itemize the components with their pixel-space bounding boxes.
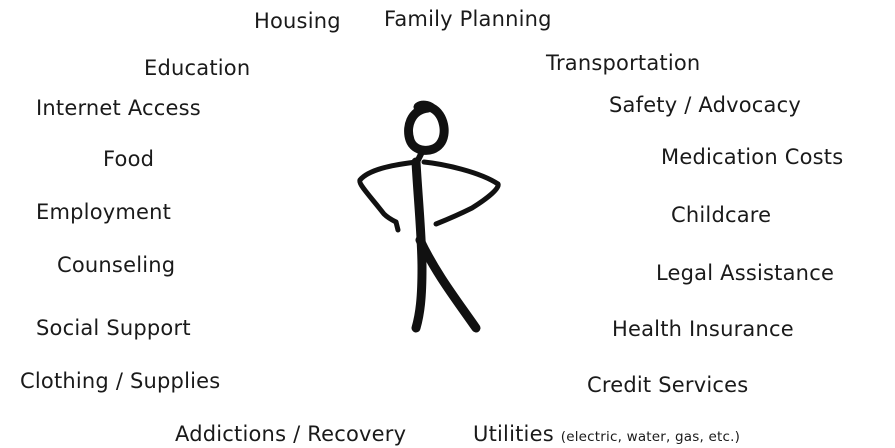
- figure-right-arm: [421, 159, 501, 227]
- label-childcare: Childcare: [671, 203, 772, 227]
- figure-head: [404, 100, 449, 155]
- label-internet-access: Internet Access: [36, 96, 201, 120]
- label-family-planning: Family Planning: [384, 7, 552, 31]
- label-housing: Housing: [254, 9, 341, 33]
- figure-torso: [411, 157, 427, 333]
- figure-right-leg: [415, 235, 481, 333]
- stick-figure-hands-on-hips-icon: [357, 100, 501, 333]
- label-education: Education: [144, 56, 251, 80]
- label-utilities-main: Utilities: [473, 422, 554, 446]
- label-social-support: Social Support: [36, 316, 191, 340]
- label-utilities-detail: (electric, water, gas, etc.): [560, 429, 741, 445]
- label-employment: Employment: [36, 200, 172, 224]
- label-clothing-supplies: Clothing / Supplies: [20, 369, 221, 393]
- figure-left-hand: [393, 219, 401, 233]
- label-counseling: Counseling: [57, 253, 176, 277]
- label-medication-costs: Medication Costs: [661, 145, 844, 169]
- figure-left-arm: [357, 159, 419, 225]
- label-legal-assistance: Legal Assistance: [656, 261, 835, 285]
- label-utilities: Utilities (electric, water, gas, etc.): [473, 424, 740, 445]
- label-transportation: Transportation: [546, 51, 701, 75]
- label-food: Food: [103, 147, 155, 171]
- label-safety-advocacy: Safety / Advocacy: [609, 93, 801, 117]
- label-credit-services: Credit Services: [587, 373, 749, 397]
- label-addictions-recovery: Addictions / Recovery: [175, 422, 407, 446]
- label-health-insurance: Health Insurance: [612, 317, 794, 341]
